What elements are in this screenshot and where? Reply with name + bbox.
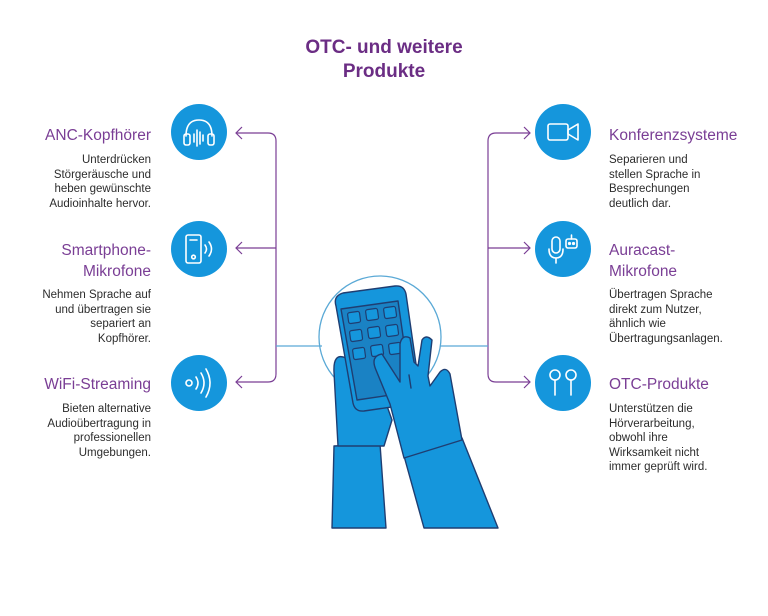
right-description-2: Übertragen Sprache direkt zum Nutzer, äh… [609,289,723,345]
right-hand [373,336,463,459]
microphone-icon [535,221,591,277]
left-heading-1: ANC-Kopfhörer [45,127,151,144]
left-heading-3: WiFi-Streaming [44,376,151,393]
video-camera-icon [535,104,591,160]
right-heading-3: OTC-Produkte [609,376,709,393]
wifi-streaming-icon [171,355,227,411]
headphones-icon [171,104,227,160]
right-description-1: Separieren und stellen Sprache in Bespre… [609,154,701,210]
right-description-3: Unterstützen die Hörverarbeitung, obwohl… [609,403,708,473]
title-line-1: OTC- und weitere [305,37,463,58]
page-title: OTC- und weitere Produkte [234,36,534,84]
left-description-2: Nehmen Sprache auf und übertragen sie se… [42,289,151,345]
smartphone-icon [171,221,227,277]
right-heading-1: Konferenzsysteme [609,127,738,144]
left-description-1: Unterdrücken Störgeräusche und heben gew… [49,154,151,210]
left-sleeve [331,443,387,529]
earbuds-icon [535,355,591,411]
right-heading-2: Auracast- Mikrofone [609,242,678,280]
left-description-3: Bieten alternative Audioübertragung in p… [47,403,151,459]
title-line-2: Produkte [342,61,426,82]
left-heading-2: Smartphone- Mikrofone [61,242,151,280]
